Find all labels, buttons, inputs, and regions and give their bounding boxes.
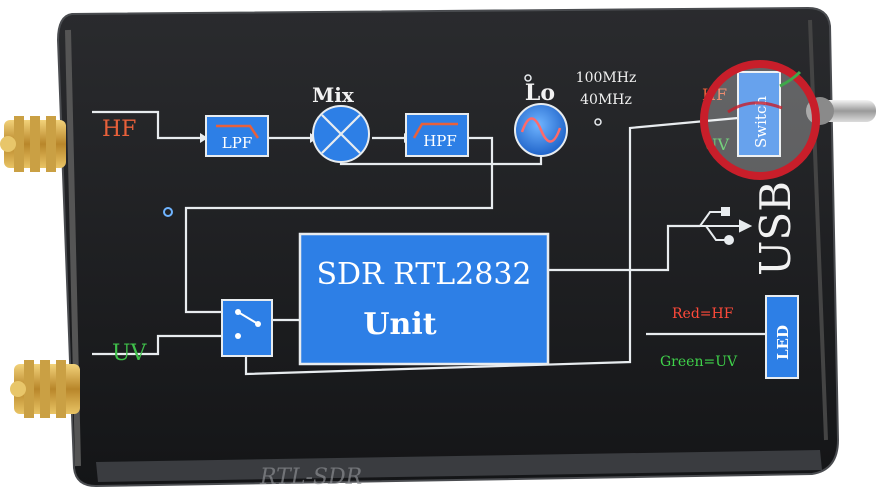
input-switch-block	[221, 299, 273, 357]
led-red-legend: Red=HF	[672, 306, 734, 322]
usb-icon	[688, 207, 753, 245]
led-label: LED	[774, 325, 792, 360]
lpf-block: LPF	[205, 115, 269, 157]
mix-label: Mix	[312, 83, 355, 107]
uv-input-label: UV	[112, 341, 148, 366]
hpf-block: HPF	[405, 113, 469, 157]
chip-unit: Unit	[363, 307, 436, 342]
hf-input-label: HF	[102, 117, 136, 142]
switch-block: Switch HF UV	[702, 71, 781, 157]
hpf-label: HPF	[423, 132, 457, 150]
lpf-label: LPF	[222, 134, 252, 152]
led-green-legend: Green=UV	[660, 354, 738, 370]
main-chip-block: SDR RTL2832 Unit	[298, 232, 550, 366]
bottom-engraving: RTL-SDR	[259, 465, 362, 490]
lo-label: Lo	[525, 80, 555, 106]
lo-frequency-1: 100MHz	[576, 70, 637, 86]
sma-connector-hf	[0, 116, 66, 172]
switch-label: Switch	[752, 96, 770, 148]
sma-connector-uv	[10, 360, 80, 418]
lo-oscillator: Lo 100MHz 40MHz	[514, 70, 637, 157]
led-indicator-dot	[163, 207, 173, 217]
mixer-block: Mix	[312, 83, 370, 163]
usb-label: USB	[751, 181, 800, 276]
chip-name: SDR RTL2832	[316, 257, 531, 292]
led-block: LED Red=HF Green=UV	[660, 295, 799, 379]
watermark-logo	[700, 60, 820, 180]
lo-frequency-2: 40MHz	[580, 92, 632, 108]
